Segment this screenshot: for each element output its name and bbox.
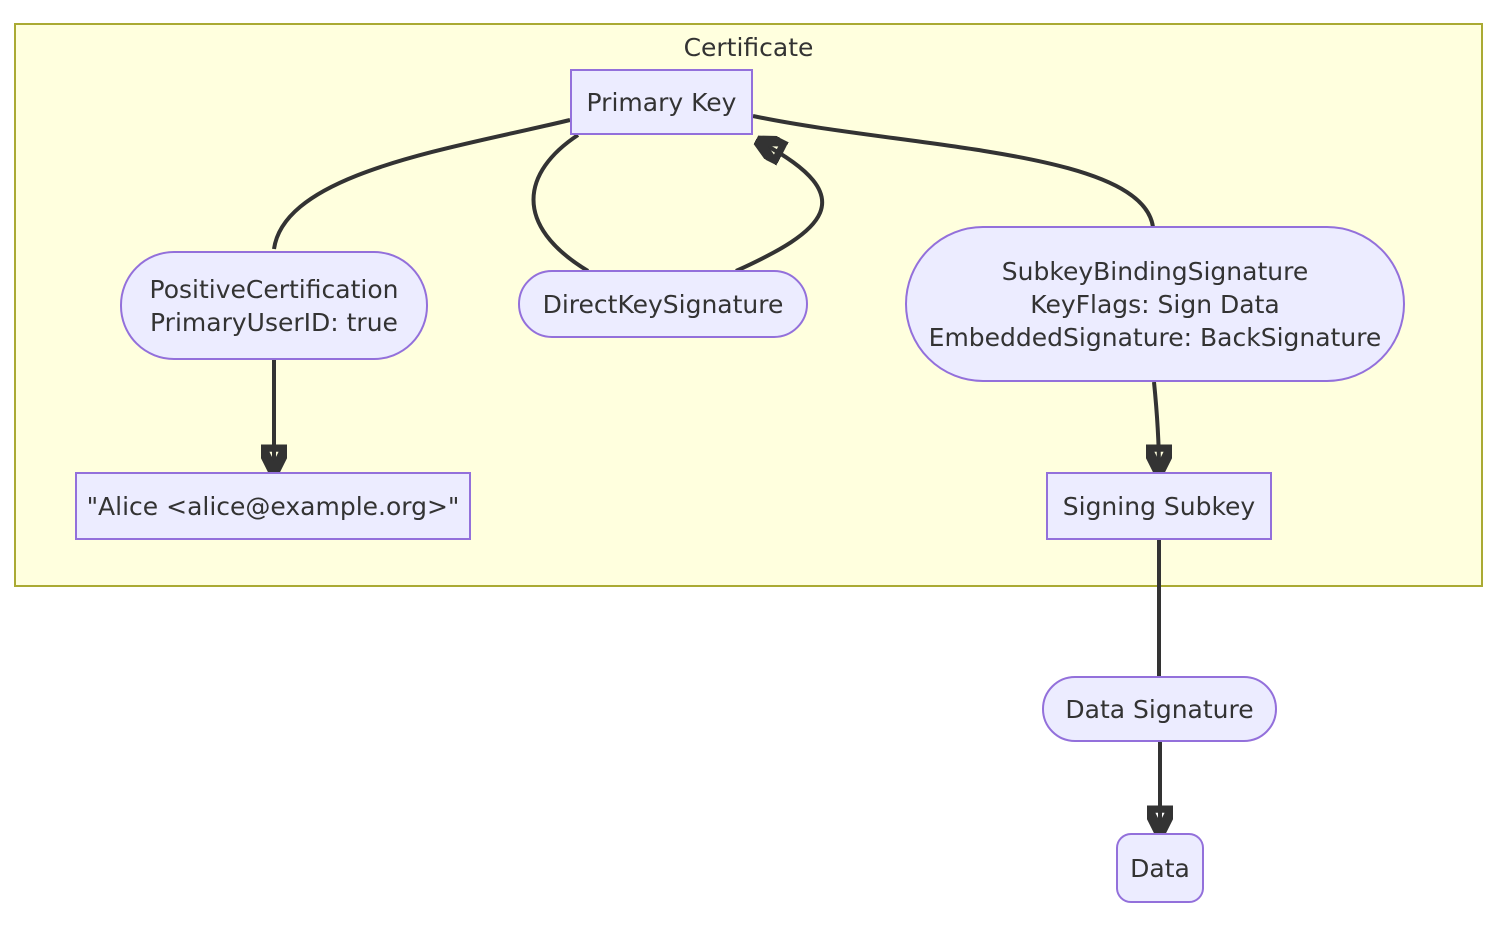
- node-positive-certification: PositiveCertification PrimaryUserID: tru…: [120, 251, 428, 360]
- node-primary-key: Primary Key: [570, 69, 753, 135]
- node-label: Data Signature: [1065, 694, 1254, 724]
- node-signing-subkey: Signing Subkey: [1046, 472, 1272, 540]
- node-subkey-binding-signature: SubkeyBindingSignature KeyFlags: Sign Da…: [905, 226, 1405, 382]
- node-label: DirectKeySignature: [542, 289, 784, 319]
- node-label-line: PrimaryUserID: true: [150, 307, 398, 337]
- node-data-signature: Data Signature: [1042, 676, 1277, 742]
- node-alice-user-id: "Alice <alice@example.org>": [75, 472, 471, 540]
- cluster-title: Certificate: [683, 33, 814, 62]
- node-label: Primary Key: [586, 87, 737, 117]
- node-label: Signing Subkey: [1062, 491, 1256, 521]
- node-direct-key-signature: DirectKeySignature: [518, 270, 808, 338]
- node-label: "Alice <alice@example.org>": [86, 491, 460, 521]
- node-label-line: SubkeyBindingSignature: [1001, 256, 1309, 286]
- node-data: Data: [1116, 833, 1204, 903]
- node-label-line: EmbeddedSignature: BackSignature: [928, 322, 1382, 352]
- node-label-line: KeyFlags: Sign Data: [1030, 289, 1280, 319]
- node-label-line: PositiveCertification: [149, 274, 399, 304]
- node-label: Data: [1130, 853, 1190, 883]
